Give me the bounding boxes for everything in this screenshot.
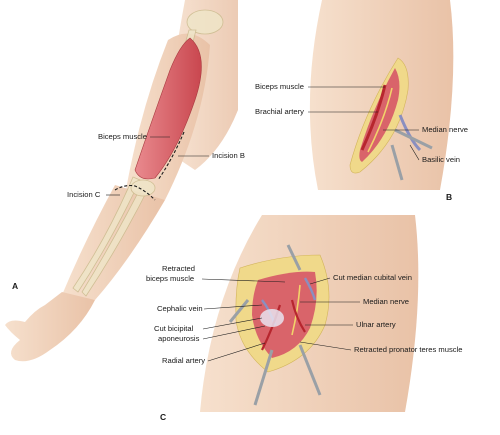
retractor-c-3: [298, 344, 322, 396]
biceps-muscle: [134, 37, 202, 180]
leader-cut-bicipital-1: [202, 317, 263, 330]
label-incision-b: Incision B: [212, 151, 245, 160]
panel-label-c: C: [160, 412, 166, 422]
leader-basilic-vein: [409, 144, 420, 161]
label-cut-bicipital-1: Cut bicipital: [154, 324, 194, 333]
label-ulnar-artery: Ulnar artery: [356, 320, 396, 329]
cut-median-cubital-vein: [303, 277, 317, 301]
retractor-c-4: [228, 299, 250, 323]
retractor-c-1: [286, 244, 302, 271]
retractor-c-2: [253, 349, 274, 406]
label-biceps-a: Biceps muscle: [98, 132, 147, 141]
leader-cut-bicipital-2: [202, 325, 266, 340]
label-basilic-vein: Basilic vein: [422, 155, 460, 164]
leader-cephalic-vein: [203, 304, 263, 310]
panel-label-a: A: [12, 281, 18, 291]
radial-artery: [261, 304, 282, 351]
leader-cut-median-cubital-vein: [309, 277, 331, 285]
hand-skin: [5, 292, 95, 362]
median-nerve-b: [367, 87, 393, 153]
panel-a-arm: [5, 0, 238, 362]
leader-retracted-biceps: [201, 278, 286, 283]
ulnar-artery: [290, 299, 306, 333]
label-radial-artery: Radial artery: [162, 356, 205, 365]
label-retracted-pronator-teres: Retracted pronator teres muscle: [354, 345, 462, 354]
label-cut-bicipital-2: aponeurosis: [158, 334, 200, 343]
label-retracted-biceps-2: biceps muscle: [146, 274, 194, 283]
bicipital-aponeurosis: [260, 309, 284, 327]
label-median-nerve-c: Median nerve: [363, 297, 409, 306]
incision-b-line: [157, 131, 185, 181]
arm-bones: [72, 9, 224, 297]
panel-b-arm: [309, 0, 454, 190]
retractor-b-2: [390, 144, 404, 181]
label-incision-c: Incision C: [67, 190, 101, 199]
retractor-b-1: [394, 128, 433, 150]
label-cut-median-cubital-vein: Cut median cubital vein: [333, 273, 412, 282]
label-cephalic-vein: Cephalic vein: [157, 304, 203, 313]
incision-c-line: [114, 184, 156, 201]
wound-b-muscle: [359, 68, 400, 162]
leader-retracted-pronator-teres: [299, 341, 352, 351]
panel-label-b: B: [446, 192, 452, 202]
label-median-nerve-b: Median nerve: [422, 125, 468, 134]
median-nerve-c: [291, 284, 301, 336]
label-biceps-b: Biceps muscle: [255, 82, 304, 91]
leader-radial-artery: [207, 342, 266, 362]
brachial-artery: [360, 84, 387, 151]
label-brachial-artery: Brachial artery: [255, 107, 304, 116]
label-retracted-biceps-1: Retracted: [162, 264, 195, 273]
panel-c-arm: [200, 215, 419, 412]
